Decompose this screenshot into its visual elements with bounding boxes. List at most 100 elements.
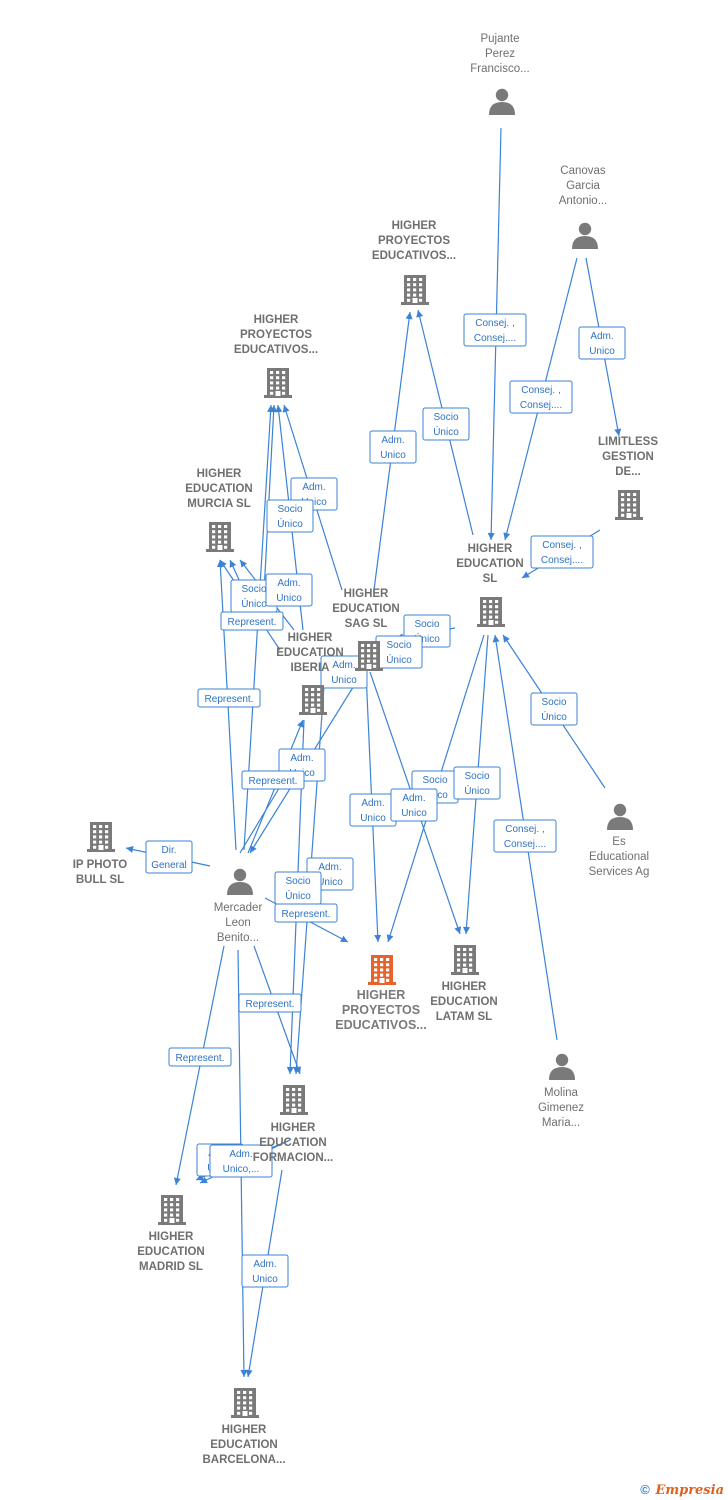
relation-label[interactable]: Represent. bbox=[274, 903, 338, 923]
relation-label[interactable]: Represent. bbox=[241, 770, 305, 790]
relation-label-text: Represent. bbox=[176, 1053, 225, 1064]
brand-logo[interactable]: Empresia bbox=[655, 1483, 724, 1498]
person-node-pujante[interactable]: PujantePerezFrancisco... bbox=[470, 33, 530, 115]
relation-label[interactable]: Adm.Unico bbox=[320, 655, 368, 689]
relation-label-text: Único bbox=[285, 889, 311, 902]
edge-arrow-icon bbox=[173, 1177, 181, 1185]
node-label: EDUCATION bbox=[137, 1246, 205, 1258]
relation-label[interactable]: Adm.Unico bbox=[265, 573, 313, 607]
building-icon bbox=[401, 275, 429, 305]
person-node-molina[interactable]: MolinaGimenezMaria... bbox=[538, 1053, 584, 1129]
node-label: Garcia bbox=[566, 180, 600, 192]
relation-label[interactable]: Consej. ,Consej.... bbox=[463, 313, 527, 347]
person-icon bbox=[549, 1053, 575, 1080]
relation-label-text: Consej. , bbox=[521, 385, 560, 396]
node-label: EDUCATIVOS... bbox=[335, 1018, 426, 1032]
node-label: PROYECTOS bbox=[378, 235, 450, 247]
edge-arrow-icon bbox=[487, 532, 495, 540]
relation-label[interactable]: Represent. bbox=[238, 993, 302, 1013]
relation-label[interactable]: Represent. bbox=[168, 1047, 232, 1067]
relation-label[interactable]: Dir.General bbox=[145, 840, 193, 874]
relation-label[interactable]: Represent. bbox=[197, 688, 261, 708]
company-node-hp-left[interactable]: HIGHERPROYECTOSEDUCATIVOS... bbox=[234, 314, 318, 398]
relation-label-text: Consej.... bbox=[474, 333, 516, 344]
building-icon bbox=[206, 522, 234, 552]
company-node-barcelona[interactable]: HIGHEREDUCATIONBARCELONA... bbox=[202, 1388, 286, 1466]
node-label: HIGHER bbox=[468, 543, 513, 555]
relation-label[interactable]: Adm.Unico bbox=[390, 788, 438, 822]
relation-label[interactable]: Adm.Unico bbox=[578, 326, 626, 360]
node-label: EDUCATIVOS... bbox=[234, 344, 318, 356]
relation-label-text: Represent. bbox=[282, 909, 331, 920]
edge-arrow-icon bbox=[522, 571, 530, 578]
building-icon bbox=[158, 1195, 186, 1225]
building-icon bbox=[355, 641, 383, 671]
company-node-focus[interactable]: HIGHERPROYECTOSEDUCATIVOS... bbox=[335, 955, 427, 1032]
relation-label-text: Socio bbox=[541, 697, 566, 708]
relation-label[interactable]: Consej. ,Consej.... bbox=[509, 380, 573, 414]
edge-labels-layer: Consej. ,Consej....Consej. ,Consej....Ad… bbox=[145, 313, 626, 1288]
edge-arrow-icon bbox=[240, 1369, 248, 1377]
copyright-icon: © bbox=[640, 1482, 650, 1497]
company-node-formacion[interactable]: HIGHEREDUCATIONFORMACION... bbox=[253, 1085, 334, 1164]
edge-arrow-icon bbox=[297, 720, 304, 728]
building-icon bbox=[615, 490, 643, 520]
company-node-hp-top[interactable]: HIGHER PROYECTOS EDUCATIVOS... bbox=[372, 220, 456, 305]
relation-label-text: Socio bbox=[241, 584, 266, 595]
edge-arrow-icon bbox=[229, 560, 237, 568]
company-node-limitless[interactable]: LIMITLESSGESTIONDE... bbox=[598, 436, 658, 520]
node-label: BULL SL bbox=[76, 874, 124, 886]
node-label: EDUCATION bbox=[185, 483, 253, 495]
relation-label[interactable]: Adm.Unico bbox=[349, 793, 397, 827]
node-label: LATAM SL bbox=[436, 1011, 492, 1023]
node-label: SL bbox=[483, 573, 498, 585]
edge-arrow-icon bbox=[250, 845, 257, 853]
relation-label[interactable]: Adm.Unico bbox=[241, 1254, 289, 1288]
node-label: Francisco... bbox=[470, 63, 529, 75]
relation-label[interactable]: Consej. ,Consej.... bbox=[493, 819, 557, 853]
node-label: EDUCATIVOS... bbox=[372, 250, 456, 262]
relation-label-text: Consej.... bbox=[504, 839, 546, 850]
node-label: BARCELONA... bbox=[202, 1454, 285, 1466]
node-label: HIGHER bbox=[149, 1231, 194, 1243]
relation-label[interactable]: Adm.Unico bbox=[369, 430, 417, 464]
relation-label-text: Socio bbox=[433, 412, 458, 423]
node-label: Leon bbox=[225, 917, 251, 929]
building-icon bbox=[87, 822, 115, 852]
relation-label[interactable]: Represent. bbox=[220, 611, 284, 631]
relation-label-text: Único bbox=[386, 653, 412, 666]
node-label: MURCIA SL bbox=[187, 498, 250, 510]
relation-label[interactable]: Adm.Unico,... bbox=[209, 1144, 273, 1178]
node-label: EDUCATION bbox=[430, 996, 498, 1008]
relation-label-text: Consej. , bbox=[542, 540, 581, 551]
node-label: HIGHER bbox=[392, 220, 437, 232]
relation-label-text: Adm. bbox=[402, 793, 425, 804]
node-label: SAG SL bbox=[345, 618, 388, 630]
relation-label[interactable]: Consej. ,Consej.... bbox=[530, 535, 594, 569]
person-node-mercader[interactable]: MercaderLeonBenito... bbox=[214, 868, 263, 944]
node-label: Services Ag bbox=[589, 866, 650, 878]
node-label: Es bbox=[612, 836, 626, 848]
edge-arrow-icon bbox=[245, 1369, 253, 1377]
relation-label-text: Adm. bbox=[318, 862, 341, 873]
edge-arrow-icon bbox=[286, 1066, 294, 1074]
node-label: HIGHER bbox=[271, 1122, 316, 1134]
relation-label-text: Adm. bbox=[253, 1259, 276, 1270]
person-node-canovas[interactable]: CanovasGarciaAntonio... bbox=[559, 165, 608, 249]
node-label: Educational bbox=[589, 851, 649, 863]
edge-arrow-icon bbox=[275, 405, 283, 413]
